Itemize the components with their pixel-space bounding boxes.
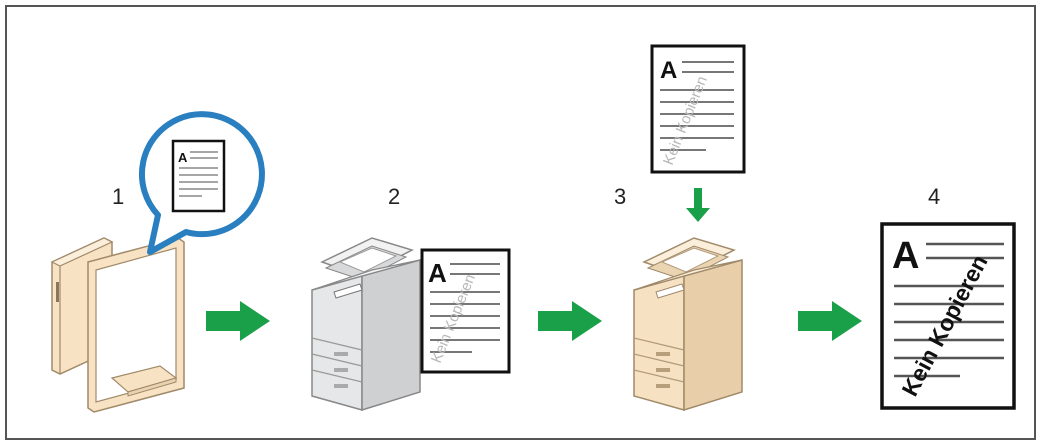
doc-letter-small: A: [178, 150, 188, 165]
doc-letter-step3: A: [660, 57, 677, 84]
right-arrow-icon: [798, 301, 862, 341]
step-number-3: 3: [614, 184, 626, 209]
multifunction-printer-icon: [633, 237, 743, 412]
right-arrow-icon: [538, 301, 602, 341]
speech-bubble: A: [138, 111, 265, 255]
original-document-icon: A: [171, 139, 226, 213]
computer-icon: [50, 237, 185, 413]
step-number-4: 4: [928, 184, 940, 209]
step-number-1: 1: [112, 184, 124, 209]
multifunction-printer-icon: [311, 237, 421, 412]
protected-output-document-icon: A Kein Kopieren: [880, 222, 1016, 410]
right-arrow-icon: [206, 301, 270, 341]
watermarked-original-icon: A Kein Kopieren: [650, 44, 746, 174]
doc-letter-step2: A: [428, 258, 447, 288]
doc-letter-step4: A: [892, 235, 919, 277]
down-arrow-icon: [686, 188, 710, 222]
step-number-2: 2: [388, 184, 400, 209]
watermarked-print-icon: A Kein Kopieren: [420, 248, 511, 374]
